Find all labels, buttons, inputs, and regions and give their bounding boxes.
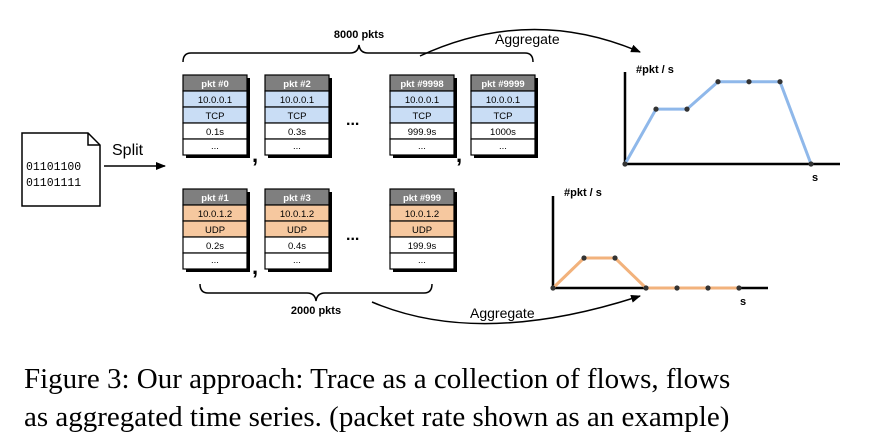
data-point bbox=[808, 161, 814, 167]
packet-more: ... bbox=[211, 141, 219, 152]
data-point bbox=[736, 285, 742, 291]
packet-id: pkt #3 bbox=[283, 193, 310, 204]
packet-ip: 10.0.1.2 bbox=[198, 209, 232, 220]
chart2-xlabel: s bbox=[740, 296, 746, 308]
chart-flow2-packet-rate: #pkt / s s bbox=[550, 187, 768, 308]
data-point bbox=[612, 255, 618, 261]
flow1-brace: 8000 pkts bbox=[182, 29, 534, 63]
packet-field-cell bbox=[264, 138, 330, 156]
packet-ip: 10.0.1.2 bbox=[405, 209, 439, 220]
packet-more: ... bbox=[418, 141, 426, 152]
packet-proto: TCP bbox=[288, 111, 307, 122]
figure-caption: Figure 3: Our approach: Trace as a colle… bbox=[24, 360, 854, 436]
packet-ip: 10.0.0.1 bbox=[198, 95, 232, 106]
file-line-2: 01101111 bbox=[26, 177, 81, 190]
packet-proto: TCP bbox=[494, 111, 513, 122]
chart1-xlabel: s bbox=[812, 172, 818, 184]
series-line bbox=[623, 80, 813, 165]
flow2-aggregate-arrow: Aggregate bbox=[371, 294, 641, 325]
flow2-aggregate-label: Aggregate bbox=[470, 305, 535, 321]
flow2-ellipsis: ... bbox=[346, 227, 359, 244]
chart2-ylabel: #pkt / s bbox=[564, 187, 602, 199]
packet-time: 0.1s bbox=[206, 127, 224, 138]
packet-ip: 10.0.0.1 bbox=[405, 95, 439, 106]
packet-id: pkt #0 bbox=[201, 79, 228, 90]
packet-proto: TCP bbox=[413, 111, 432, 122]
packet-field-cell bbox=[470, 138, 536, 156]
data-point bbox=[581, 255, 587, 261]
trace-file-icon: 01101100 01101111 bbox=[21, 132, 101, 207]
data-point bbox=[550, 285, 556, 291]
packet-more: ... bbox=[418, 255, 426, 266]
flow1-aggregate-arrow: Aggregate bbox=[419, 28, 641, 57]
flow1-comma-1: , bbox=[252, 142, 258, 167]
packet-time: 199.9s bbox=[408, 241, 437, 252]
flow1-aggregate-label: Aggregate bbox=[495, 31, 560, 47]
packet-field-cell bbox=[264, 252, 330, 270]
flow1-count-label: 8000 pkts bbox=[334, 29, 384, 41]
data-point bbox=[643, 285, 649, 291]
packet-more: ... bbox=[211, 255, 219, 266]
packet-proto: TCP bbox=[206, 111, 225, 122]
data-point bbox=[715, 79, 721, 85]
packet-field-cell bbox=[182, 252, 248, 270]
packet-id: pkt #2 bbox=[283, 79, 310, 90]
flow-diagram: 01101100 01101111 Split 8000 pkts Aggreg… bbox=[21, 28, 840, 325]
split-label: Split bbox=[112, 142, 144, 159]
packet-ip: 10.0.1.2 bbox=[280, 209, 314, 220]
packet-id: pkt #1 bbox=[201, 193, 229, 204]
data-point bbox=[674, 285, 680, 291]
caption-line-2: as aggregated time series. (packet rate … bbox=[24, 401, 730, 433]
packet-proto: UDP bbox=[412, 225, 432, 236]
packet-time: 0.4s bbox=[288, 241, 306, 252]
data-point bbox=[777, 79, 783, 85]
packet-more: ... bbox=[293, 141, 301, 152]
chart-flow1-packet-rate: #pkt / s s bbox=[622, 64, 840, 184]
packet-more: ... bbox=[499, 141, 507, 152]
chart1-ylabel: #pkt / s bbox=[636, 64, 674, 76]
caption-line-1: Figure 3: Our approach: Trace as a colle… bbox=[24, 363, 731, 395]
packet-ip: 10.0.0.1 bbox=[280, 95, 314, 106]
file-line-1: 01101100 bbox=[26, 161, 81, 174]
packet-time: 0.2s bbox=[206, 241, 224, 252]
packet-ip: 10.0.0.1 bbox=[486, 95, 520, 106]
packet-time: 0.3s bbox=[288, 127, 306, 138]
packet-id: pkt #999 bbox=[403, 193, 441, 204]
packet-proto: UDP bbox=[287, 225, 307, 236]
packet-id: pkt #9998 bbox=[400, 79, 443, 90]
data-point bbox=[653, 106, 659, 112]
flow2-brace: 2000 pkts bbox=[199, 283, 433, 317]
packet-id: pkt #9999 bbox=[481, 79, 524, 90]
packet-field-cell bbox=[182, 138, 248, 156]
split-arrow: Split bbox=[104, 142, 166, 170]
packet-field-cell bbox=[389, 252, 455, 270]
data-point bbox=[684, 106, 690, 112]
packet-more: ... bbox=[293, 255, 301, 266]
packet-field-cell bbox=[389, 138, 455, 156]
flow2-comma-1: , bbox=[252, 254, 258, 279]
flow1-ellipsis: ... bbox=[346, 112, 359, 129]
flow1-comma-2: , bbox=[456, 142, 462, 167]
packet-time: 999.9s bbox=[408, 127, 437, 138]
series-line bbox=[551, 256, 739, 290]
packet-proto: UDP bbox=[205, 225, 225, 236]
data-point bbox=[746, 79, 752, 85]
packet-time: 1000s bbox=[490, 127, 516, 138]
data-point bbox=[705, 285, 711, 291]
data-point bbox=[622, 161, 628, 167]
flow2-count-label: 2000 pkts bbox=[291, 305, 341, 317]
